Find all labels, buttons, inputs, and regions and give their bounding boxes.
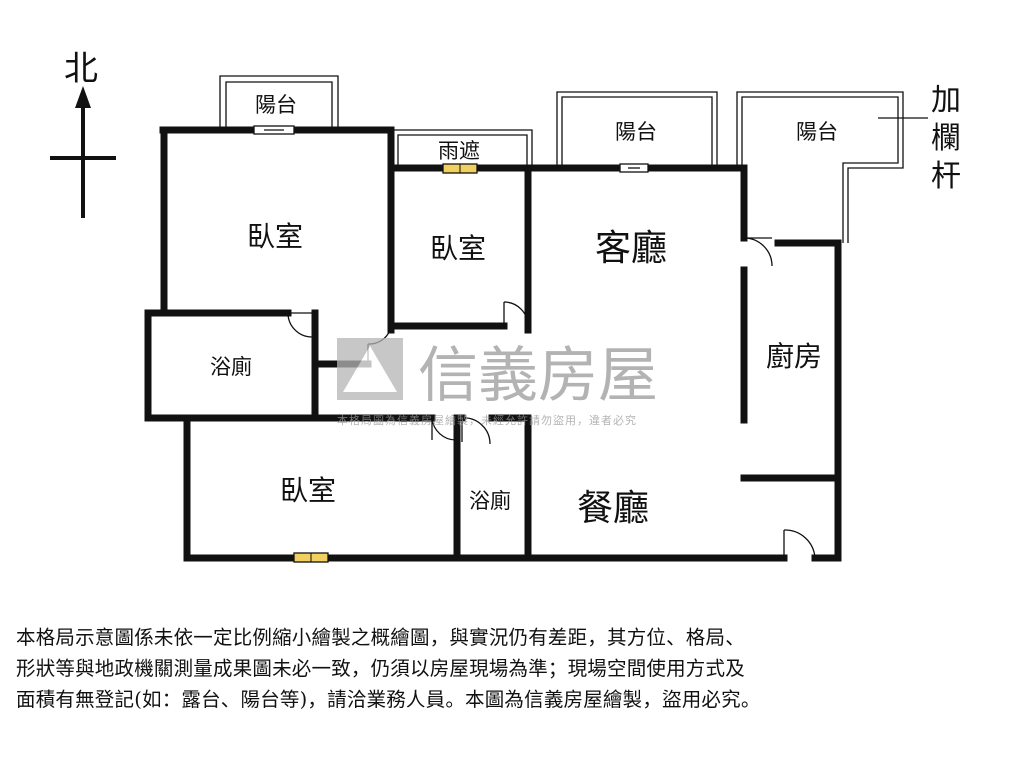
room-living: 客廳 — [595, 228, 667, 269]
watermark-brand: 信義房屋 — [418, 341, 658, 411]
watermark: 信義房屋 本格局圖為信義房屋繪製，未經允許請勿盜用，違者必究 — [337, 338, 658, 427]
north-label: 北 — [64, 49, 98, 89]
room-bedroom-center: 臥室 — [430, 232, 486, 265]
room-bathroom-center: 浴廁 — [469, 489, 511, 513]
disclaimer-line-1: 本格局示意圖係未依一定比例縮小繪製之概繪圖，與實況仍有差距，其方位、格局、 — [16, 626, 745, 649]
floor-plan: 北 — [50, 49, 961, 563]
room-bathroom-west: 浴廁 — [210, 355, 252, 379]
room-dining: 餐廳 — [577, 488, 649, 529]
disclaimer-text: 本格局示意圖係未依一定比例縮小繪製之概繪圖，與實況仍有差距，其方位、格局、 形狀… — [16, 622, 1016, 715]
disclaimer-line-2: 形狀等與地政機關測量成果圖未必一致，仍須以房屋現場為準；現場空間使用方式及 — [16, 657, 745, 680]
railing-label-3: 杆 — [931, 159, 961, 194]
windows — [293, 163, 478, 563]
balcony-outlines — [219, 75, 904, 243]
balcony-nw-label: 陽台 — [255, 93, 297, 117]
room-kitchen: 廚房 — [766, 340, 822, 373]
room-bedroom-south: 臥室 — [280, 474, 336, 507]
walls — [144, 126, 842, 562]
canopy-label: 雨遮 — [438, 139, 480, 163]
balcony-center-label: 陽台 — [615, 120, 657, 144]
north-arrow-icon — [50, 86, 116, 218]
balcony-east-label: 陽台 — [796, 120, 838, 144]
watermark-notice: 本格局圖為信義房屋繪製，未經允許請勿盜用，違者必究 — [337, 413, 637, 427]
railing-label-1: 加 — [931, 83, 961, 118]
disclaimer-line-3: 面積有無登記(如：露台、陽台等)，請洽業務人員。本圖為信義房屋繪製，盜用必究。 — [16, 688, 761, 711]
room-bedroom-nw: 臥室 — [247, 220, 303, 253]
railing-label-2: 欄 — [931, 121, 961, 156]
sliding-doors — [253, 125, 649, 173]
